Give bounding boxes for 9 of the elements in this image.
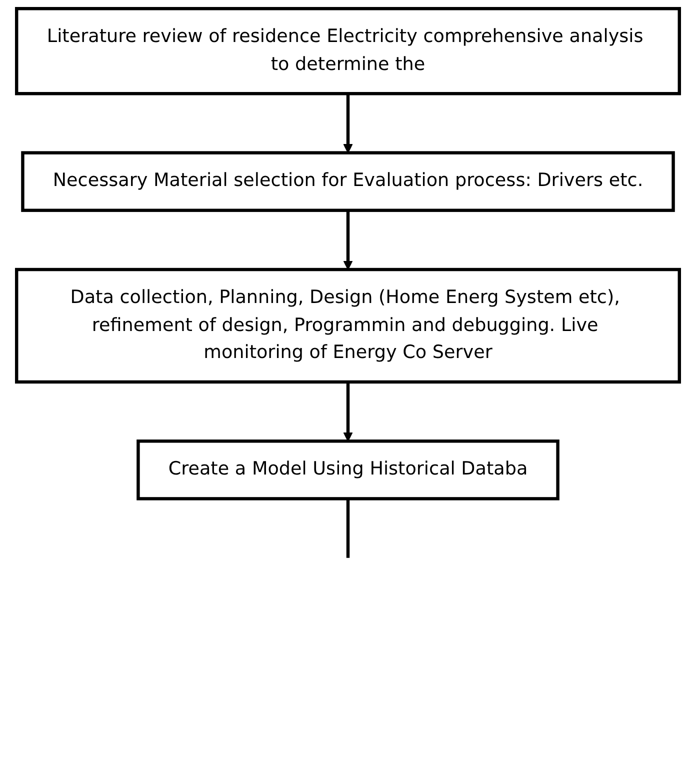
connector <box>346 498 350 558</box>
node-box <box>15 7 681 96</box>
arrow <box>343 210 353 270</box>
node-box <box>15 268 681 384</box>
arrow <box>343 382 353 442</box>
flowchart: Literature review of residence Electricity comprehensive analysis to determine the Necessary Material selection for Evaluation process: Drivers etc. Data collection, Planning, Design (Home Energ System etc), refinement of design, Programmin and debugging. Live monitoring of Energy Co Server Create a Model Using Historical Databa <box>8 0 688 597</box>
node-box <box>136 440 560 500</box>
arrow <box>343 94 353 154</box>
node-box <box>21 151 675 212</box>
